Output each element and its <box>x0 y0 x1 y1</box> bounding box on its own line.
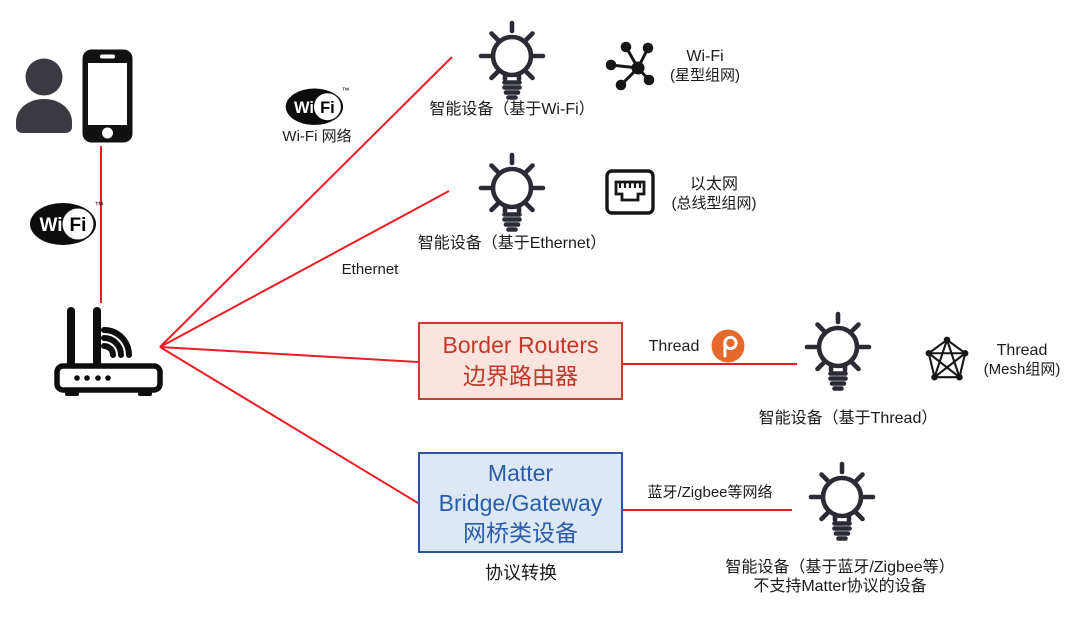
border-router-title: Border Routers <box>442 332 599 358</box>
wifi-logo-user-icon: Wi Fi ™ <box>30 200 104 245</box>
smart-device-bulb-wifi-icon <box>476 19 548 107</box>
star-topology-icon <box>606 41 655 91</box>
link-router-bridge <box>159 346 419 504</box>
ble-zigbee-device-label: 智能设备（基于蓝牙/Zigbee等） 不支持Matter协议的设备 <box>690 558 990 596</box>
matter-bridge-box: Matter Bridge/Gateway 网桥类设备 <box>418 452 623 553</box>
wifi-network-label: Wi-Fi 网络 <box>282 128 352 145</box>
ethernet-port-icon <box>605 169 655 215</box>
ethernet-topology-name: 以太网 <box>689 176 738 193</box>
wifi-logo-tm-text: ™ <box>342 86 350 95</box>
smart-device-bulb-thread-icon <box>802 310 874 398</box>
person-icon <box>16 58 72 133</box>
thread-topology-name: Thread <box>996 342 1048 359</box>
protocol-conversion-caption: 协议转换 <box>485 563 557 583</box>
link-router-border-router <box>159 346 419 363</box>
smart-device-bulb-ethernet-icon <box>476 151 548 239</box>
ethernet-topology-label: 以太网 (总线型组网) <box>650 175 778 213</box>
smartphone-icon <box>82 49 133 143</box>
wifi-topology-label: Wi-Fi (星型组网) <box>648 47 762 85</box>
wifi-topology-type: (星型组网) <box>670 66 740 84</box>
ethernet-topology-type: (总线型组网) <box>671 194 757 212</box>
border-router-subtitle: 边界路由器 <box>463 363 578 389</box>
wifi-logo-fi-text: Fi <box>70 215 87 236</box>
smart-device-bulb-ble-zigbee-icon <box>806 460 878 548</box>
thread-logo-icon <box>711 329 745 363</box>
link-router-wifi-device <box>159 56 453 348</box>
wifi-logo-tm-text: ™ <box>95 200 104 210</box>
thread-topology-type: (Mesh组网) <box>983 360 1061 378</box>
ethernet-network-label: Ethernet <box>341 261 399 278</box>
ethernet-device-label: 智能设备（基于Ethernet） <box>417 235 607 252</box>
ble-zigbee-device-label-line2: 不支持Matter协议的设备 <box>753 578 927 595</box>
matter-bridge-line2: Bridge/Gateway <box>438 489 603 516</box>
wifi-logo-wi-text: Wi <box>39 215 62 236</box>
ble-zigbee-network-label: 蓝牙/Zigbee等网络 <box>647 484 773 501</box>
wifi-device-label: 智能设备（基于Wi-Fi） <box>429 101 595 118</box>
link-router-ethernet-device <box>159 190 450 348</box>
matter-bridge-line3: 网桥类设备 <box>463 519 578 546</box>
wifi-logo-wi-text: Wi <box>294 99 314 117</box>
ble-zigbee-device-label-line1: 智能设备（基于蓝牙/Zigbee等） <box>725 559 955 576</box>
border-router-box: Border Routers 边界路由器 <box>418 322 623 400</box>
matter-bridge-line1: Matter <box>487 459 554 486</box>
thread-network-label: Thread <box>648 338 700 355</box>
wifi-logo-fi-text: Fi <box>320 99 335 117</box>
mesh-topology-icon <box>925 336 969 381</box>
wifi-logo-network-icon: Wi Fi ™ <box>285 86 350 125</box>
router-icon <box>54 307 163 396</box>
thread-device-label: 智能设备（基于Thread） <box>758 410 938 427</box>
thread-topology-label: Thread (Mesh组网) <box>962 341 1080 379</box>
wifi-topology-name: Wi-Fi <box>686 48 724 65</box>
